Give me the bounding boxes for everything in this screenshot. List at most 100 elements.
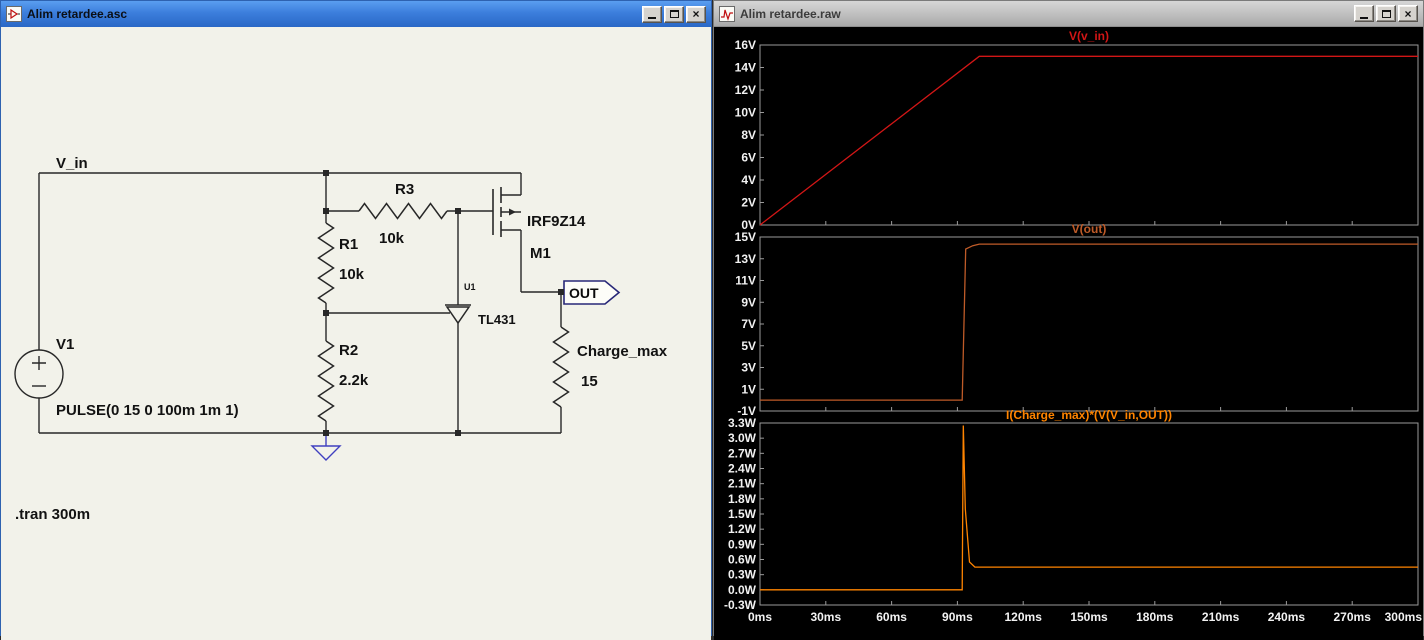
schematic-window: Alim retardee.asc × xyxy=(0,0,712,640)
y-tick-label: 2V xyxy=(741,196,756,210)
wires[interactable] xyxy=(38,172,564,434)
y-tick-label: 0.3W xyxy=(728,568,757,582)
mosfet-name[interactable]: M1 xyxy=(530,245,551,262)
ground-symbol[interactable] xyxy=(310,433,342,461)
trace-title-1: V(out) xyxy=(1072,222,1107,236)
x-tick-label: 240ms xyxy=(1268,610,1306,624)
resistor-charge-max[interactable] xyxy=(552,326,570,408)
y-tick-label: 1.5W xyxy=(728,507,757,521)
load-value[interactable]: 15 xyxy=(581,373,598,390)
y-tick-label: 14V xyxy=(735,61,756,75)
y-tick-label: 11V xyxy=(735,274,756,288)
x-tick-label: 150ms xyxy=(1070,610,1108,624)
schematic-drawing: OUT V_in V1 PULSE(0 15 0 100m 1m 1) xyxy=(14,155,668,523)
plot-pane-1[interactable] xyxy=(759,236,1419,412)
y-tick-label: 3.0W xyxy=(728,431,757,445)
window-controls: × xyxy=(1354,5,1420,22)
y-tick-label: 15V xyxy=(735,230,756,244)
r3-value[interactable]: 10k xyxy=(379,230,405,247)
x-tick-label: 270ms xyxy=(1334,610,1372,624)
y-tick-label: 2.4W xyxy=(728,462,757,476)
x-tick-label: 210ms xyxy=(1202,610,1240,624)
r2-value[interactable]: 2.2k xyxy=(339,372,369,389)
y-tick-label: 2.7W xyxy=(728,446,757,460)
y-tick-label: 1.8W xyxy=(728,492,757,506)
load-name[interactable]: Charge_max xyxy=(577,343,668,360)
minimize-icon xyxy=(1360,16,1368,19)
plot-pane-0[interactable] xyxy=(759,44,1419,226)
trace-0[interactable] xyxy=(759,55,1418,226)
y-tick-label: 9V xyxy=(741,295,756,309)
x-tick-label: 60ms xyxy=(876,610,907,624)
close-icon: × xyxy=(692,7,700,21)
y-tick-label: -1V xyxy=(737,404,756,418)
y-tick-label: 0.0W xyxy=(728,583,757,597)
y-tick-label: 16V xyxy=(735,38,756,52)
y-tick-label: 1V xyxy=(741,382,756,396)
y-tick-label: 1.2W xyxy=(728,522,757,536)
y-tick-label: 10V xyxy=(735,106,756,120)
y-tick-label: 3.3W xyxy=(728,416,757,430)
tl431-type[interactable]: TL431 xyxy=(478,312,516,327)
voltage-source-symbol[interactable] xyxy=(14,349,64,399)
minimize-button[interactable] xyxy=(642,5,662,23)
resistor-r1[interactable] xyxy=(317,222,335,304)
output-port[interactable]: OUT xyxy=(563,280,621,305)
y-tick-label: 0.9W xyxy=(728,537,757,551)
close-button[interactable]: × xyxy=(1398,5,1418,22)
maximize-icon xyxy=(669,10,679,18)
y-tick-label: 12V xyxy=(735,83,756,97)
window-title: Alim retardee.raw xyxy=(740,6,841,21)
minimize-button[interactable] xyxy=(1354,5,1374,22)
y-tick-label: 6V xyxy=(741,151,756,165)
x-tick-label: 30ms xyxy=(810,610,841,624)
y-tick-label: 4V xyxy=(741,173,756,187)
resistor-r3[interactable] xyxy=(358,202,448,220)
x-tick-label: 120ms xyxy=(1005,610,1043,624)
v1-name[interactable]: V1 xyxy=(56,336,74,353)
tl431-refdes[interactable]: U1 xyxy=(464,282,476,292)
trace-2[interactable] xyxy=(760,425,1418,591)
schematic-labels: V_in V1 PULSE(0 15 0 100m 1m 1) R1 10k R… xyxy=(15,155,668,523)
y-tick-label: -0.3W xyxy=(724,598,757,612)
trace-title-2: I(Charge_max)*(V(V_in,OUT)) xyxy=(1006,408,1172,422)
x-tick-label: 90ms xyxy=(942,610,973,624)
maximize-button[interactable] xyxy=(1376,5,1396,22)
r3-name[interactable]: R3 xyxy=(395,181,414,198)
y-tick-label: 8V xyxy=(741,128,756,142)
window-controls: × xyxy=(642,5,708,23)
waveform-file-icon xyxy=(719,5,735,22)
schematic-canvas[interactable]: OUT V_in V1 PULSE(0 15 0 100m 1m 1) xyxy=(1,27,711,640)
r1-value[interactable]: 10k xyxy=(339,266,365,283)
y-tick-label: 7V xyxy=(741,317,756,331)
x-tick-label: 180ms xyxy=(1136,610,1174,624)
waveform-titlebar[interactable]: Alim retardee.raw × xyxy=(714,1,1423,27)
junction-dots xyxy=(323,170,564,436)
resistor-r2[interactable] xyxy=(317,340,335,422)
close-button[interactable]: × xyxy=(686,5,706,23)
maximize-button[interactable] xyxy=(664,5,684,23)
schematic-titlebar[interactable]: Alim retardee.asc × xyxy=(1,1,711,27)
maximize-icon xyxy=(1381,9,1391,18)
y-tick-label: 5V xyxy=(741,339,756,353)
mosfet-symbol[interactable] xyxy=(492,187,516,237)
y-tick-label: 3V xyxy=(741,361,756,375)
window-title: Alim retardee.asc xyxy=(27,7,128,21)
y-tick-label: 0.6W xyxy=(728,553,757,567)
r2-name[interactable]: R2 xyxy=(339,342,358,359)
spice-directive[interactable]: .tran 300m xyxy=(15,506,90,523)
trace-1[interactable] xyxy=(760,243,1418,401)
v1-value[interactable]: PULSE(0 15 0 100m 1m 1) xyxy=(56,402,239,419)
y-tick-label: 2.1W xyxy=(728,477,757,491)
schematic-file-icon xyxy=(6,6,22,22)
tl431-symbol[interactable] xyxy=(445,304,471,325)
port-out-label: OUT xyxy=(569,285,599,301)
mosfet-type[interactable]: IRF9Z14 xyxy=(527,213,586,230)
r1-name[interactable]: R1 xyxy=(339,236,358,253)
x-tick-label: 300ms xyxy=(1385,610,1423,624)
plot-pane-2[interactable] xyxy=(759,422,1419,606)
net-label-vin[interactable]: V_in xyxy=(56,155,88,172)
